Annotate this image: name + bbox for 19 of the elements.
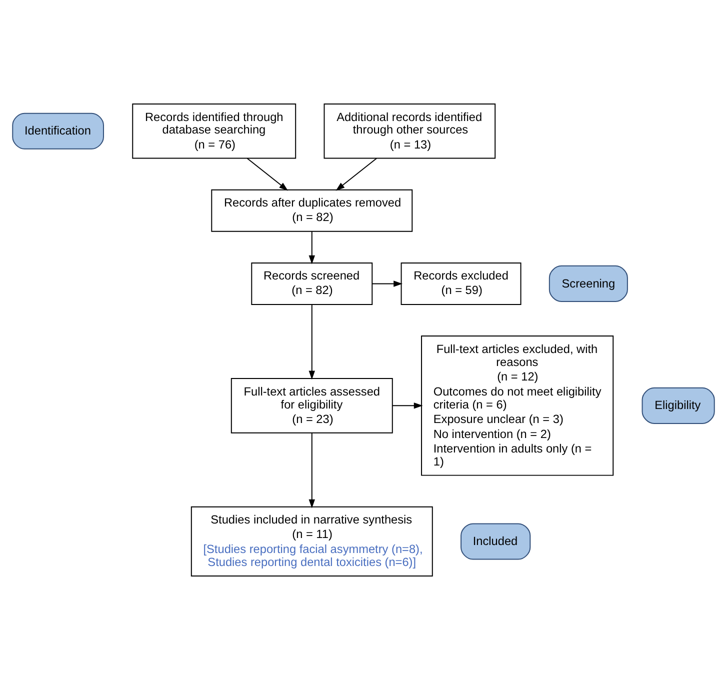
- node-box: Screening: [548, 264, 628, 302]
- node-box: Studies included in narrative synthesis (n = 11) [Studies reporting facial asymmetry (n=8), Studies reporting dental toxicities (n=6)]: [190, 506, 433, 576]
- node-box: Identification: [12, 112, 104, 149]
- arrow: [308, 432, 316, 508]
- node-box: Full-text articles assessed for eligibility (n = 23): [230, 378, 393, 433]
- node-box: Records identified through database searching (n = 76): [132, 102, 296, 158]
- arrow: [246, 157, 288, 190]
- arrow: [308, 304, 316, 380]
- node-box: Additional records identified through other sources (n = 13): [324, 102, 496, 158]
- node-box: Included: [460, 522, 531, 560]
- arrow: [308, 230, 316, 264]
- arrow: [372, 280, 402, 286]
- node-box: Records after duplicates removed (n = 82): [211, 188, 413, 232]
- node-box: Records screened (n = 82): [251, 262, 373, 304]
- arrow: [336, 157, 378, 190]
- node-box: Records excluded (n = 59): [400, 262, 522, 304]
- node-box: Eligibility: [642, 386, 715, 424]
- arrow: [392, 402, 423, 408]
- node-box: Full-text articles excluded, with reasons (n = 12) Outcomes do not meet eligibility criteria (n = 6) Exposure unclear (n = 3) No intervention (n = 2) Intervention in adults only (n = 1): [421, 335, 614, 476]
